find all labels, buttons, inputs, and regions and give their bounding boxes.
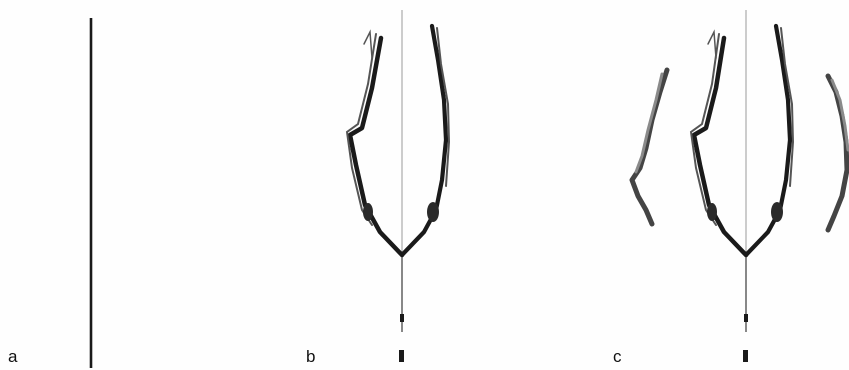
left-side-shading [636, 74, 662, 172]
panel-label-c: c [613, 348, 622, 365]
left-side-stroke [632, 70, 667, 224]
right-arm-blob [771, 202, 783, 222]
axis-tick-upper [744, 314, 748, 322]
left-arm-tip [708, 32, 716, 58]
left-arm-blob [707, 203, 717, 221]
right-side-stroke [828, 76, 847, 230]
left-arm-stroke [694, 38, 746, 255]
right-arm-stroke [746, 26, 790, 255]
axis-tick-lower [743, 350, 748, 362]
